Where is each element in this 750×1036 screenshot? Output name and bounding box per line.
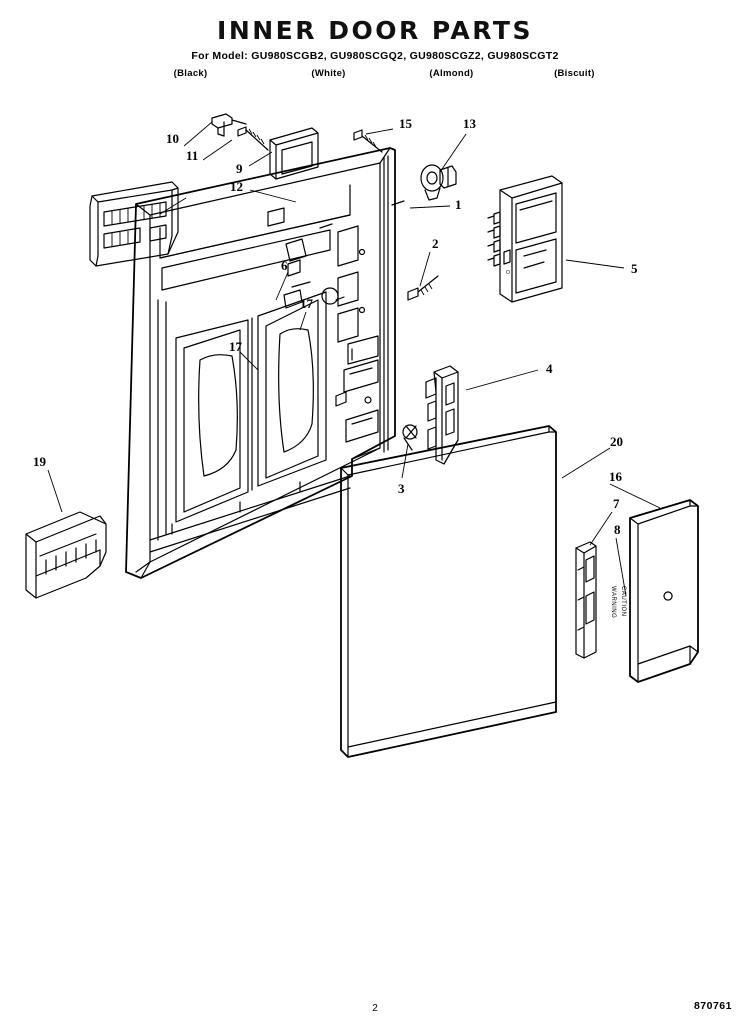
part-7-marking-text: WARNING xyxy=(610,586,616,619)
callout-19: 19 xyxy=(33,454,46,469)
callout-5: 5 xyxy=(631,261,638,276)
callout-17-upper: 17 xyxy=(300,296,313,311)
callout-11: 11 xyxy=(186,148,199,163)
callout-20: 20 xyxy=(610,434,623,449)
part-15-screw xyxy=(353,129,383,153)
part-8-marking-text: CAUTION xyxy=(620,586,626,617)
leader-lines xyxy=(47,121,661,597)
part-19-end-cap xyxy=(25,511,107,599)
callout-13: 13 xyxy=(463,116,476,131)
page-number: 2 xyxy=(372,1003,378,1014)
callout-15: 15 xyxy=(399,116,412,131)
part-20-outer-door-panel xyxy=(340,425,557,758)
color-label-white: (White) xyxy=(311,68,346,79)
callout-12: 12 xyxy=(230,179,243,194)
callout-3: 3 xyxy=(398,481,405,496)
color-label-almond: (Almond) xyxy=(429,68,474,79)
callout-8: 8 xyxy=(614,522,621,537)
callout-1: 1 xyxy=(455,197,462,212)
part-2-screw xyxy=(407,275,439,301)
color-label-biscuit: (Biscuit) xyxy=(554,68,595,79)
part-16-side-panel xyxy=(629,499,699,683)
page-title: INNER DOOR PARTS xyxy=(217,16,533,45)
document-code: 870761 xyxy=(693,1000,732,1012)
part-5-dispenser-module: O xyxy=(487,175,563,303)
model-numbers: GU980SCGB2, GU980SCGQ2, GU980SCGZ2, GU98… xyxy=(251,50,559,62)
color-label-black: (Black) xyxy=(173,68,208,79)
part-9-cover xyxy=(269,127,319,180)
part-11-screw xyxy=(237,126,269,151)
model-prefix-label: For Model: xyxy=(191,50,249,62)
callout-17-lower: 17 xyxy=(229,339,242,354)
callout-10: 10 xyxy=(166,131,179,146)
svg-text:O: O xyxy=(506,270,510,276)
color-legend: (Black) (White) (Almond) (Biscuit) xyxy=(0,68,750,79)
part-12-vent-grille xyxy=(89,181,179,267)
callout-9: 9 xyxy=(236,161,243,176)
part-4-latch-rail xyxy=(425,365,459,465)
part-10-fastener xyxy=(211,113,247,137)
inner-door-panel xyxy=(125,147,418,579)
part-1-detail xyxy=(391,200,405,206)
model-line: For Model: GU980SCGB2, GU980SCGQ2, GU980… xyxy=(0,50,750,62)
callout-4: 4 xyxy=(546,361,553,376)
callout-7: 7 xyxy=(613,496,620,511)
part-13-latch-knob xyxy=(420,164,457,201)
part-7-vertical-strip xyxy=(575,541,597,659)
callout-6: 6 xyxy=(281,258,288,273)
callout-16: 16 xyxy=(609,469,622,484)
callout-2: 2 xyxy=(432,236,439,251)
